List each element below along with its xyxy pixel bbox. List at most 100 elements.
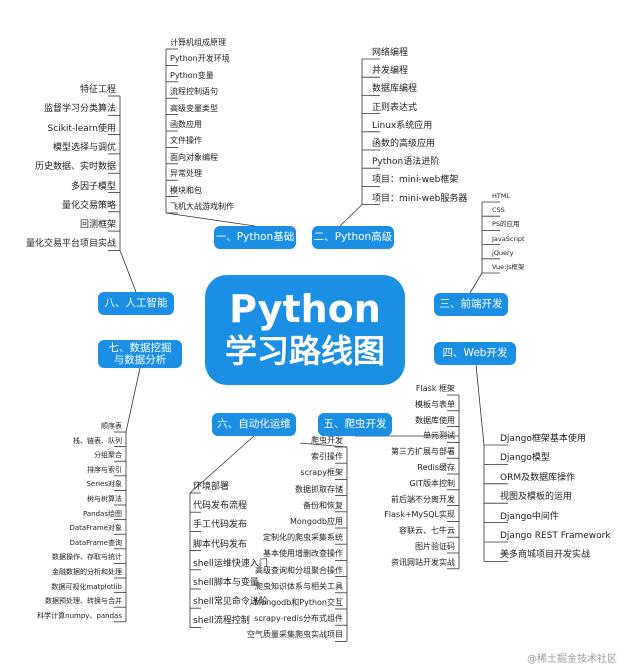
b4-item: ORM及数据库操作 (500, 472, 576, 483)
b2-item: 项目：mini-web框架 (372, 175, 459, 186)
b6b-item: Mongodb应用 (290, 517, 343, 526)
b8-connector (119, 250, 137, 293)
b2-connector (339, 204, 363, 227)
branch-devops: 六、自动化运维 (212, 413, 296, 436)
b3-item: PS的应用 (492, 220, 520, 229)
b2-item: 并发编程 (372, 66, 409, 77)
b5-item: 容联云、七牛云 (399, 526, 455, 536)
b2-item: Linux系统应用 (372, 120, 433, 131)
b6b-item: Mongodb和Python交互 (254, 598, 343, 607)
b4-item: Django REST Framework (500, 531, 611, 541)
b1-item: 模块和包 (170, 185, 202, 195)
b7-item: DataFrame查询 (69, 538, 122, 547)
b4-item: 美多商城项目开发实战 (500, 550, 591, 561)
b8-item: 模型选择与调优 (52, 142, 116, 153)
b1-item: 流程控制语句 (170, 87, 218, 97)
branch-data-mining: 七、数据挖掘 与数据分析 (98, 340, 182, 368)
b8-item: 量化交易平台项目实战 (25, 239, 116, 250)
b7-item: 排序与索引 (87, 465, 122, 474)
b7-item: 数据可视化matplotlib (51, 582, 122, 591)
b3-item: Vue.js框架 (492, 263, 525, 271)
b1-item: 高级变量类型 (170, 103, 218, 113)
b5-item: Flask+MySQL实现 (384, 510, 455, 520)
b6-item: 手工代码发布 (193, 520, 248, 531)
b5-item: 第三方扩展与部署 (391, 447, 455, 457)
b6b-item: 基本使用增删改查操作 (263, 549, 343, 559)
b6-item: shell流程控制 (193, 616, 250, 627)
b2-item: 正则表达式 (372, 102, 418, 113)
branch-web: 四、Web开发 (434, 342, 516, 365)
b5-item: Redis缓存 (417, 463, 455, 472)
b8-item: 历史数据、实时数据 (34, 162, 116, 173)
b1-connector (165, 212, 256, 227)
b7-item: 金融数据的分析和处理 (52, 568, 122, 576)
b7-item: 分组聚合 (94, 451, 122, 460)
center-title-line2: 学习路线图 (224, 332, 385, 370)
b5-item: 图片验证码 (415, 542, 455, 551)
b6-item: shell常见命令进阶 (193, 597, 268, 608)
b8-item: 回测框架 (79, 220, 116, 231)
b8-item: 特征工程 (79, 85, 116, 95)
b8-item: 量化交易策略 (61, 200, 116, 211)
b5-item: Flask 框架 (415, 384, 455, 393)
b2-item: 项目：mini-web服务器 (372, 193, 468, 204)
b7-item: 数据预处理、转换与合并 (45, 597, 122, 606)
b8-item: 监督学习分类算法 (43, 104, 116, 115)
b8-item: 多因子模型 (70, 181, 116, 192)
b5-item: GIT版本控制 (409, 478, 455, 488)
b4-item: 视图及模板的运用 (500, 492, 573, 503)
b6b-item: 空气质量采集爬虫实战项目 (247, 630, 343, 640)
branch-data-mining-line2: 与数据分析 (113, 354, 167, 366)
b7-item: Pandas绘图 (82, 509, 122, 518)
b2-item: 数据库编程 (372, 84, 418, 95)
b5-item: 数据库使用 (415, 415, 455, 425)
b6b-item: scrapy框架 (300, 468, 343, 478)
b7-item: DataFrame对象 (69, 524, 122, 533)
b5-item: 单元测试 (423, 431, 455, 441)
b4-connector (475, 364, 485, 446)
center-title-line1: Python (229, 287, 381, 331)
b1-item: 计算机组成原理 (170, 38, 226, 47)
center-node: Python 学习路线图 (205, 275, 405, 385)
b7-item: Series对象 (86, 480, 122, 489)
b6b-item: 备份和恢复 (303, 500, 343, 510)
b6-item: shell运维快速入门 (193, 558, 268, 569)
b1-item: 面向对象编程 (170, 152, 218, 162)
b1-item: Python开发环境 (170, 54, 230, 64)
b1-item: 飞机大战游戏制作 (170, 202, 234, 211)
b7-item: 顺序表 (101, 422, 122, 430)
b6-connector (189, 435, 255, 494)
b5-item: 资讯网站开发实战 (391, 557, 455, 567)
b7-item: 科学计算numpy、pandas (37, 611, 122, 620)
b3-item: HTML (492, 192, 511, 200)
b6b-item: 数据抓取存储 (295, 484, 343, 494)
b3-item: JavaScript (492, 234, 525, 243)
b3-item: CSS (492, 206, 505, 215)
b4-item: Django框架基本使用 (500, 434, 586, 444)
b6b-item: 索引操作 (311, 452, 343, 462)
b6b-item: scrapy-redis分布式组件 (254, 614, 343, 624)
b6-item: 代码发布流程 (193, 501, 248, 512)
b7-connector (125, 367, 141, 433)
branch-python-advanced: 二、Python高级 (312, 226, 394, 249)
b6-item: 环境部署 (193, 482, 230, 492)
branch-python-basics: 一、Python基础 (214, 226, 296, 249)
watermark: @稀土掘金技术社区 (527, 654, 617, 665)
branch-data-mining-line1: 七、数据挖掘 (108, 342, 172, 354)
b6b-item: 定制化的爬虫采集系统 (263, 533, 343, 543)
b4-item: Django中间件 (500, 511, 559, 522)
b8-item: Scikit-learn使用 (47, 123, 116, 134)
branch-frontend: 三、前端开发 (434, 293, 508, 316)
b2-item: 函数的高级应用 (372, 139, 436, 149)
b3-connector (469, 272, 483, 294)
b2-item: Python语法进阶 (372, 157, 440, 168)
b5-item: 前后端不分离开发 (391, 494, 455, 504)
b6b-item: 高级查询和分组聚合操作 (255, 565, 343, 575)
b1-item: 函数应用 (170, 120, 202, 129)
b7-item: 树与树算法 (87, 495, 122, 503)
b1-item: 异常处理 (170, 169, 202, 179)
b1-item: Python变量 (170, 70, 214, 80)
b6b-item: 爬虫开发 (311, 436, 343, 445)
b6b-item: 爬虫知识体系与相关工具 (255, 581, 343, 591)
